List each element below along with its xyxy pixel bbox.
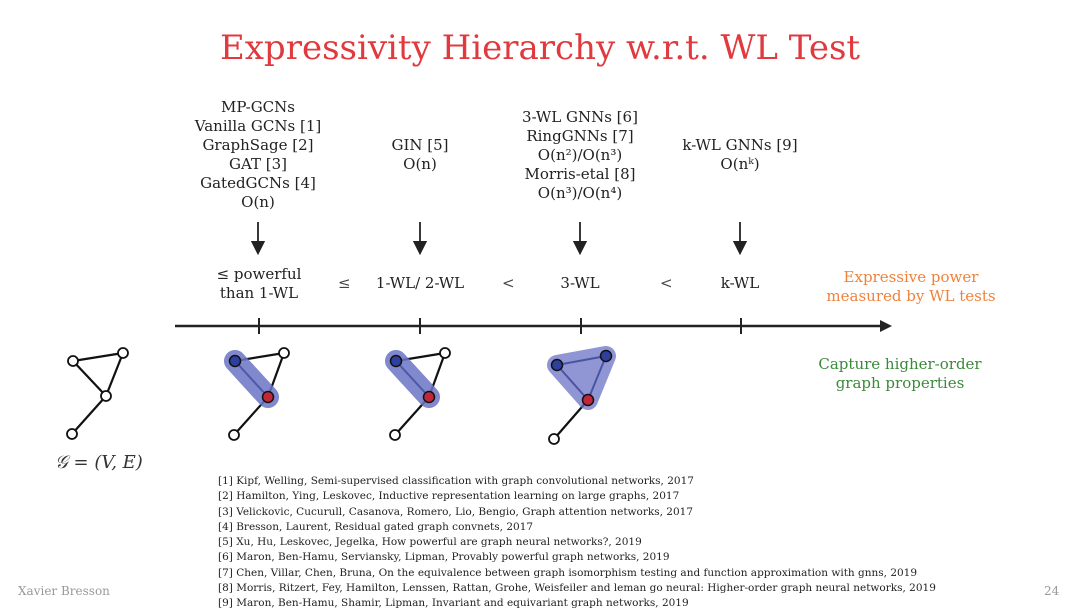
expressive-power-note: Expressive power measured by WL tests xyxy=(806,268,1016,306)
level-1wl-bound: ≤ powerful than 1-WL xyxy=(194,265,324,303)
column-line: GraphSage [2] xyxy=(202,136,314,154)
note-line: graph properties xyxy=(835,374,965,392)
graph-gin-highlight xyxy=(385,347,451,441)
reference-item: [8] Morris, Ritzert, Fey, Hamilton, Lens… xyxy=(218,582,936,595)
column-line: GIN [5] xyxy=(391,136,449,154)
column-line: MP-GCNs xyxy=(221,98,295,116)
column-line: O(n) xyxy=(403,155,437,173)
graph-mp-gcn-highlight xyxy=(224,347,290,441)
relation-less: < xyxy=(660,274,673,292)
level-line: ≤ powerful xyxy=(216,265,302,283)
reference-item: [9] Maron, Ben-Hamu, Shamir, Lipman, Inv… xyxy=(218,597,689,610)
column-line: GatedGCNs [4] xyxy=(200,174,316,192)
column-line: O(n) xyxy=(241,193,275,211)
column-gin: GIN [5] O(n) xyxy=(360,136,480,174)
graph-3wl-highlight xyxy=(547,346,616,445)
graph-plain xyxy=(66,347,129,440)
reference-item: [5] Xu, Hu, Leskovec, Jegelka, How power… xyxy=(218,536,642,549)
note-line: measured by WL tests xyxy=(826,287,996,305)
column-line: O(n²)/O(n³) xyxy=(537,146,623,164)
graph-formula: 𝒢 = (V, E) xyxy=(55,452,143,473)
column-line: RingGNNs [7] xyxy=(526,127,634,145)
reference-item: [6] Maron, Ben-Hamu, Serviansky, Lipman,… xyxy=(218,551,670,564)
slide-title: Expressivity Hierarchy w.r.t. WL Test xyxy=(219,28,861,68)
column-line: O(n³)/O(n⁴) xyxy=(537,184,623,202)
column-mp-gcns: MP-GCNs Vanilla GCNs [1] GraphSage [2] G… xyxy=(178,98,338,212)
reference-item: [4] Bresson, Laurent, Residual gated gra… xyxy=(218,520,534,533)
column-kwl: k-WL GNNs [9] O(nᵏ) xyxy=(670,136,810,174)
column-3wl: 3-WL GNNs [6] RingGNNs [7] O(n²)/O(n³) M… xyxy=(500,108,660,203)
references-list: [1] Kipf, Welling, Semi-supervised class… xyxy=(218,474,936,612)
column-line: k-WL GNNs [9] xyxy=(682,136,798,154)
reference-item: [1] Kipf, Welling, Semi-supervised class… xyxy=(218,475,694,487)
reference-item: [3] Velickovic, Cucurull, Casanova, Rome… xyxy=(218,505,694,518)
column-line: Morris-etal [8] xyxy=(524,165,636,183)
note-line: Expressive power xyxy=(843,268,979,286)
reference-item: [7] Chen, Villar, Chen, Bruna, On the eq… xyxy=(218,566,918,579)
column-line: O(nᵏ) xyxy=(720,155,760,173)
footer-page-number: 24 xyxy=(1044,584,1060,598)
column-line: 3-WL GNNs [6] xyxy=(522,108,638,126)
level-kwl: k-WL xyxy=(720,274,760,292)
column-line: GAT [3] xyxy=(228,155,287,173)
relation-leq: ≤ xyxy=(338,274,351,292)
column-line: Vanilla GCNs [1] xyxy=(194,117,322,135)
relation-less: < xyxy=(502,274,515,292)
footer-author: Xavier Bresson xyxy=(18,584,110,598)
axis-arrowhead xyxy=(880,320,892,332)
level-1wl-2wl: 1-WL/ 2-WL xyxy=(375,274,465,292)
reference-item: [2] Hamilton, Ying, Leskovec, Inductive … xyxy=(218,490,680,503)
level-3wl: 3-WL xyxy=(560,274,600,292)
higher-order-note: Capture higher-order graph properties xyxy=(800,355,1000,393)
level-line: than 1-WL xyxy=(219,284,299,302)
note-line: Capture higher-order xyxy=(818,355,982,373)
